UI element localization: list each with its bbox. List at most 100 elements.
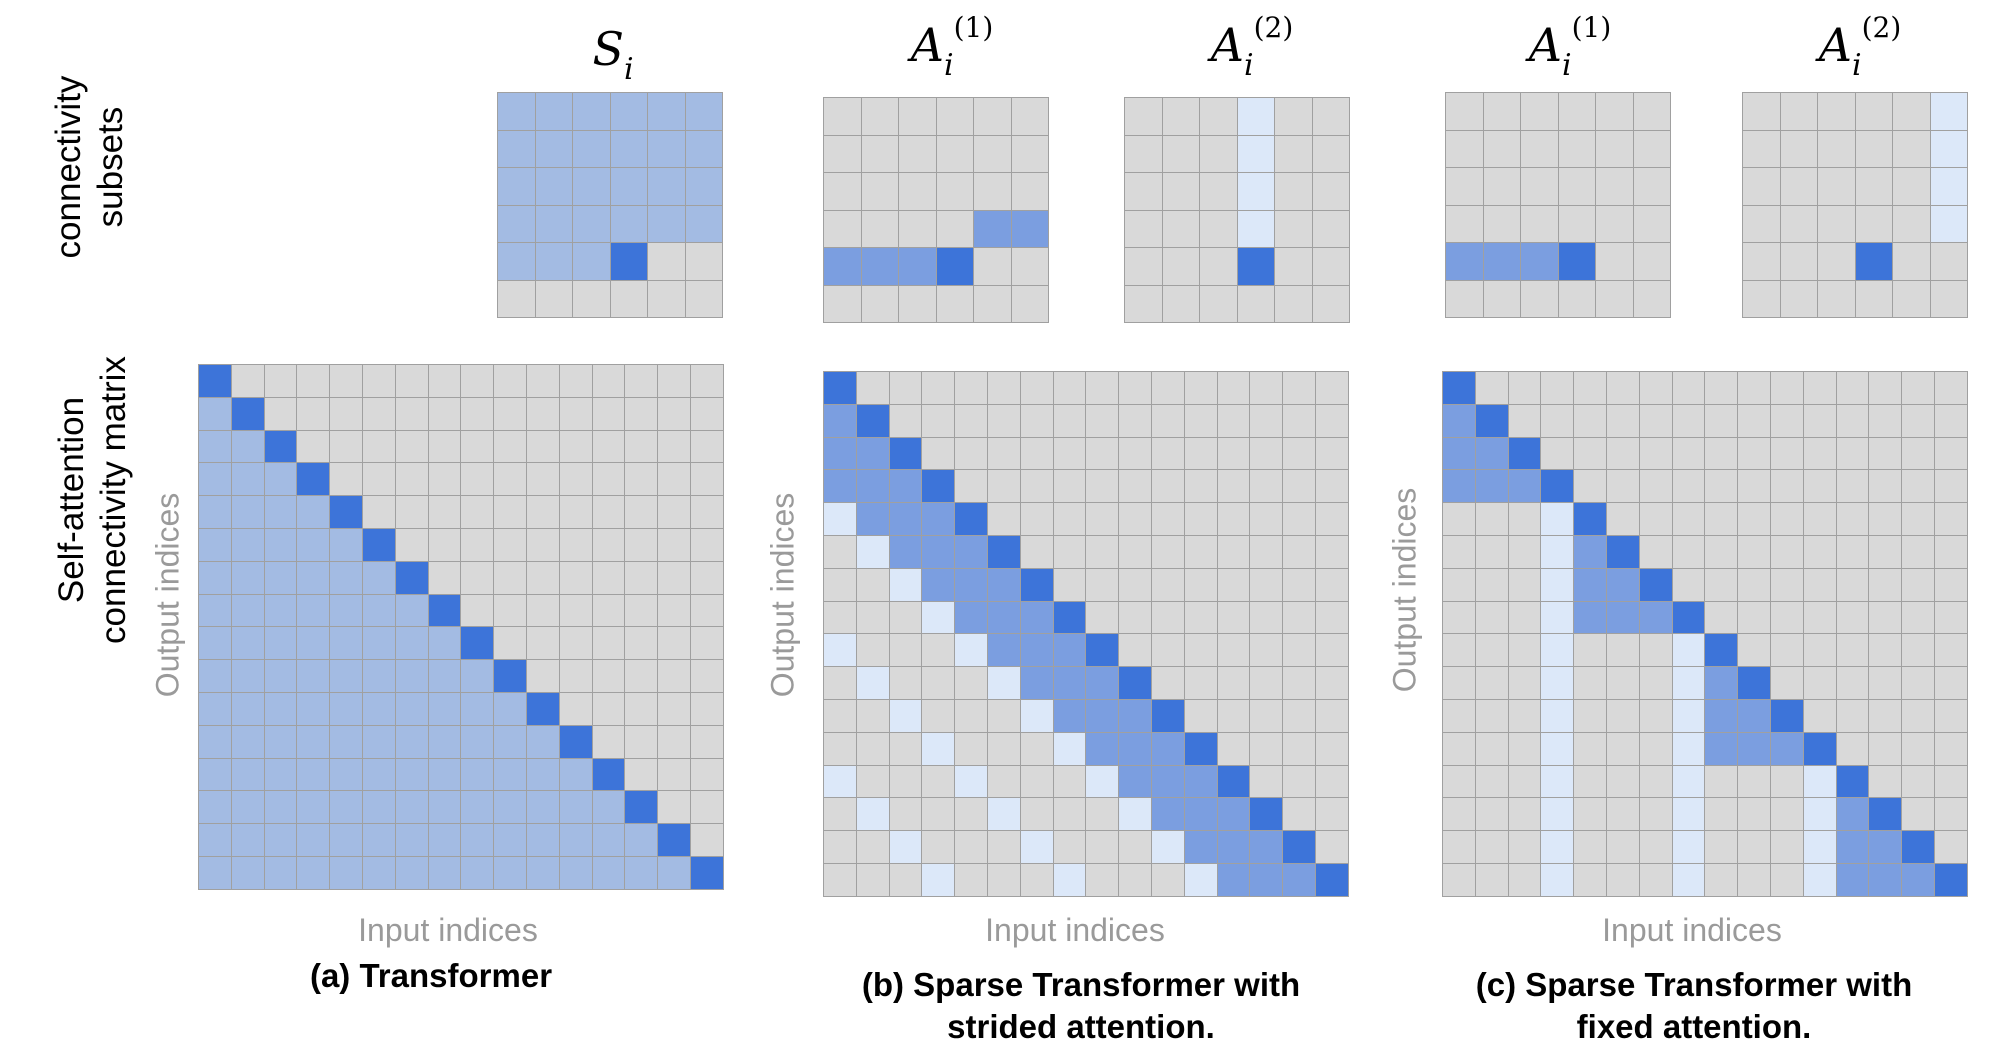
- grid-cell: [954, 830, 988, 864]
- grid-cell: [1085, 502, 1120, 536]
- grid-cell: [1595, 279, 1634, 318]
- grid-cell: [1151, 535, 1185, 569]
- grid-cell: [624, 429, 659, 464]
- grid-cell: [1183, 535, 1218, 569]
- grid-cell: [1282, 371, 1316, 405]
- grid-cell: [1573, 666, 1607, 700]
- grid-cell: [329, 560, 363, 595]
- grid-cell: [1118, 666, 1152, 700]
- grid-cell: [1638, 535, 1673, 569]
- grid-cell: [394, 724, 429, 759]
- grid-cell: [1742, 242, 1781, 281]
- grid-cell: [1216, 764, 1251, 799]
- grid-cell: [493, 724, 527, 759]
- grid-cell: [296, 823, 331, 857]
- grid-cell: [1183, 371, 1218, 405]
- grid-cell: [1183, 699, 1218, 733]
- grid-cell: [954, 469, 988, 504]
- grid-cell: [427, 856, 462, 890]
- grid-cell: [1085, 731, 1120, 766]
- grid-cell: [1540, 502, 1575, 536]
- grid-cell: [230, 724, 265, 759]
- grid-cell: [888, 699, 923, 733]
- grid-cell: [609, 92, 648, 131]
- grid-cell: [1183, 764, 1218, 799]
- grid-cell: [1216, 666, 1251, 700]
- grid-cell: [427, 724, 462, 759]
- grid-cell: [1929, 204, 1968, 243]
- grid-cell: [1595, 242, 1634, 281]
- grid-cell: [591, 659, 626, 693]
- grid-cell: [921, 863, 956, 897]
- grid-cell: [690, 626, 724, 661]
- grid-cell: [921, 731, 956, 766]
- grid-cell: [954, 436, 988, 471]
- grid-cell: [493, 856, 527, 890]
- grid-cell: [1835, 699, 1870, 733]
- grid-cell: [935, 247, 974, 286]
- grid-cell: [1704, 502, 1739, 536]
- grid-cell: [1118, 567, 1152, 602]
- grid-cell: [1606, 666, 1640, 700]
- grid-cell: [1540, 567, 1575, 602]
- grid-cell: [647, 92, 686, 131]
- caption-strided: (b) Sparse Transformer with strided atte…: [862, 964, 1300, 1048]
- grid-cell: [1315, 699, 1349, 733]
- grid-cell: [460, 692, 495, 726]
- grid-cell: [823, 535, 857, 569]
- grid-cell: [198, 692, 232, 726]
- subset-grid-strided-a2: [1124, 97, 1350, 323]
- grid-cell: [823, 172, 862, 211]
- grid-cell: [534, 167, 573, 206]
- grid-cell: [1249, 567, 1284, 602]
- grid-cell: [1052, 535, 1087, 569]
- grid-cell: [1868, 502, 1903, 536]
- grid-cell: [1606, 403, 1640, 438]
- grid-cell: [987, 600, 1021, 635]
- grid-cell: [591, 757, 626, 792]
- grid-cell: [526, 757, 560, 792]
- grid-cell: [1573, 633, 1607, 668]
- grid-cell: [855, 436, 890, 471]
- grid-cell: [657, 429, 691, 464]
- grid-cell: [1445, 129, 1484, 168]
- grid-cell: [1901, 600, 1935, 635]
- grid-cell: [1770, 436, 1804, 471]
- grid-cell: [1802, 764, 1837, 799]
- grid-cell: [1085, 600, 1120, 635]
- grid-cell: [1540, 797, 1575, 832]
- grid-cell: [1151, 731, 1185, 766]
- grid-cell: [1282, 863, 1316, 897]
- grid-cell: [624, 560, 659, 595]
- grid-cell: [823, 403, 857, 438]
- grid-cell: [987, 699, 1021, 733]
- grid-cell: [1606, 797, 1640, 832]
- grid-cell: [1868, 436, 1903, 471]
- grid-cell: [362, 856, 396, 890]
- grid-cell: [296, 757, 331, 792]
- grid-cell: [1671, 797, 1706, 832]
- grid-cell: [198, 856, 232, 890]
- grid-cell: [1118, 863, 1152, 897]
- grid-cell: [888, 830, 923, 864]
- grid-cell: [362, 724, 396, 759]
- grid-cell: [558, 495, 593, 529]
- grid-cell: [1929, 92, 1968, 131]
- grid-cell: [624, 462, 659, 497]
- grid-cell: [263, 364, 298, 398]
- grid-cell: [973, 134, 1012, 173]
- grid-cell: [1019, 764, 1054, 799]
- grid-cell: [1315, 600, 1349, 635]
- grid-cell: [690, 560, 724, 595]
- grid-cell: [362, 593, 396, 628]
- grid-cell: [1901, 863, 1935, 897]
- grid-cell: [954, 600, 988, 635]
- grid-cell: [329, 429, 363, 464]
- grid-cell: [624, 790, 659, 825]
- grid-cell: [1249, 535, 1284, 569]
- grid-cell: [1507, 731, 1542, 766]
- grid-cell: [362, 495, 396, 529]
- grid-cell: [1474, 567, 1509, 602]
- grid-cell: [1835, 535, 1870, 569]
- grid-cell: [1573, 830, 1607, 864]
